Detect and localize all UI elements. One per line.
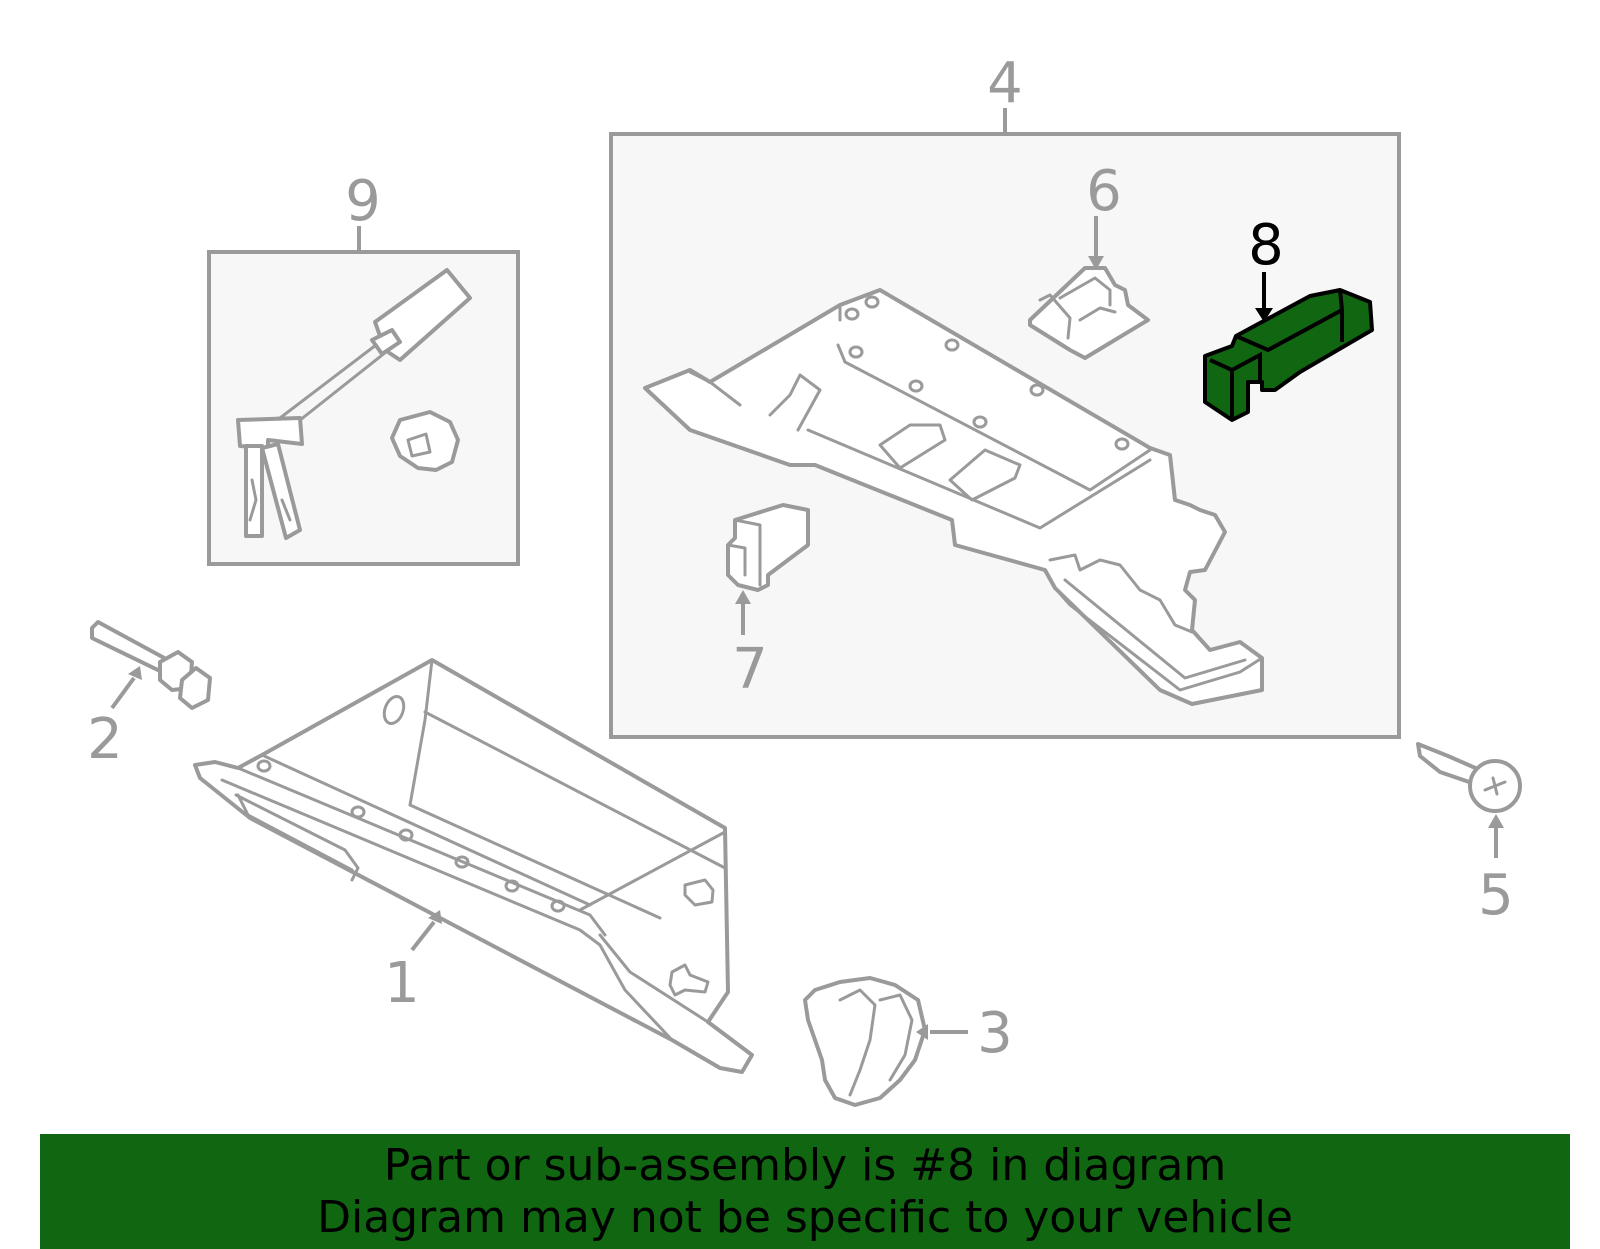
info-banner: Part or sub-assembly is #8 in diagram Di… [40,1134,1570,1249]
callout-1: 1 [384,951,420,1016]
part-3-knob[interactable] [803,976,968,1107]
part-2-bolt[interactable] [90,620,212,710]
part-5-screw[interactable] [1416,742,1522,858]
callout-5: 5 [1478,863,1514,928]
callout-7: 7 [732,637,768,702]
part-9-harness[interactable] [236,268,472,540]
callout-3: 3 [977,1001,1013,1066]
part-9-clip[interactable] [390,410,460,472]
callout-8: 8 [1248,213,1284,278]
callout-6: 6 [1086,159,1122,224]
part-4-frame[interactable] [643,288,1264,706]
callout-4: 4 [987,51,1023,116]
part-1-glove-box[interactable] [193,658,754,1074]
banner-line-1: Part or sub-assembly is #8 in diagram [383,1139,1227,1191]
callout-9: 9 [345,169,381,234]
part-8-highlighted[interactable] [1203,272,1374,422]
banner-line-2: Diagram may not be specific to your vehi… [317,1191,1293,1243]
callout-2: 2 [87,707,123,772]
part-6-bracket[interactable] [1028,216,1150,360]
part-7-switch[interactable] [726,503,810,635]
